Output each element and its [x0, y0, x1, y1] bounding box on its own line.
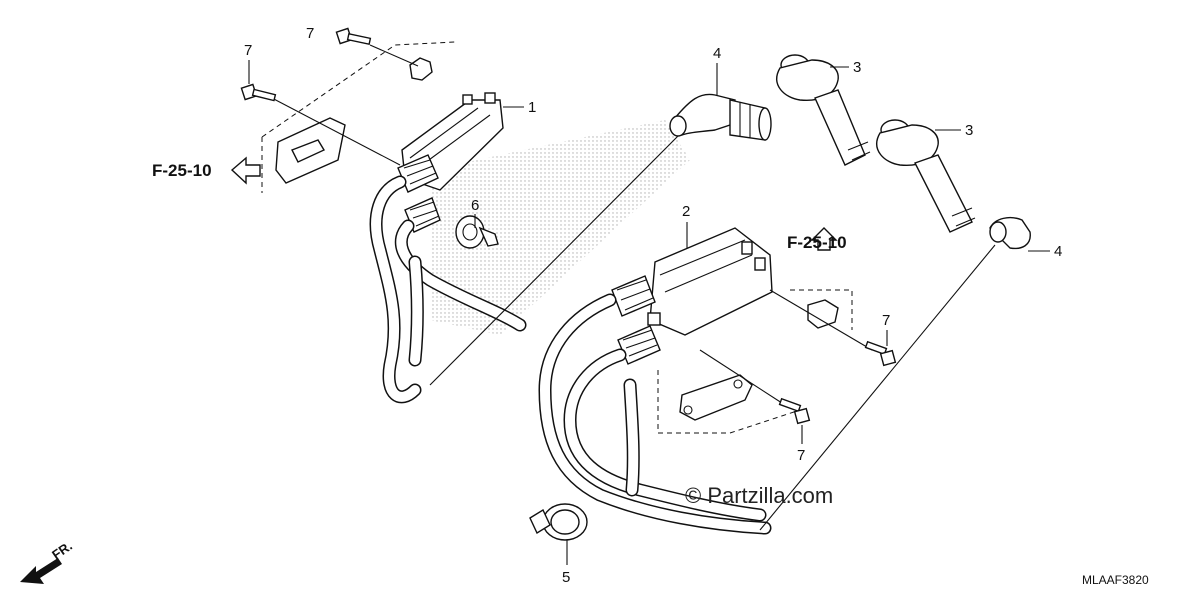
- clip-6[interactable]: [455, 214, 499, 249]
- ref-arrow-left: [230, 156, 261, 185]
- callout-2: 2: [682, 203, 690, 220]
- ref-arrow-right: [810, 227, 838, 251]
- spark-plug-cap-3-right[interactable]: [876, 119, 976, 233]
- ref-label-left[interactable]: F-25-10: [152, 161, 212, 180]
- callout-7a: 7: [306, 25, 314, 42]
- callout-4a: 4: [713, 45, 721, 62]
- ignition-coil-2[interactable]: [538, 227, 873, 535]
- spark-plug-cap-3-left[interactable]: [776, 54, 871, 166]
- callout-3b: 3: [965, 122, 973, 139]
- bolt-7-top[interactable]: [335, 27, 372, 46]
- callout-1: 1: [528, 99, 536, 116]
- shading-band: [430, 120, 690, 335]
- callout-3a: 3: [853, 59, 861, 76]
- watermark: © Partzilla.com: [685, 483, 833, 508]
- bolt-7-right-upper[interactable]: [864, 340, 897, 367]
- front-label: FR.: [49, 538, 75, 562]
- hose-clamp-5[interactable]: [529, 503, 588, 565]
- callout-4b: 4: [1054, 243, 1062, 260]
- callout-5: 5: [562, 569, 570, 586]
- callout-7d: 7: [797, 447, 805, 464]
- diagram-code: MLAAF3820: [1082, 573, 1149, 587]
- callouts: 1 2 3 3 4 4 5 6 7 7 7 7: [244, 25, 1062, 586]
- bolt-7-right-lower[interactable]: [778, 397, 811, 425]
- bolt-7-left[interactable]: [240, 83, 277, 102]
- ref-label-right[interactable]: F-25-10: [787, 233, 847, 252]
- callout-6: 6: [471, 197, 479, 214]
- spark-plug-cap-4-right[interactable]: [759, 216, 1031, 531]
- callout-7b: 7: [244, 42, 252, 59]
- callout-7c: 7: [882, 312, 890, 329]
- front-arrow: [20, 558, 62, 584]
- spark-plug-cap-4-top[interactable]: [429, 93, 772, 386]
